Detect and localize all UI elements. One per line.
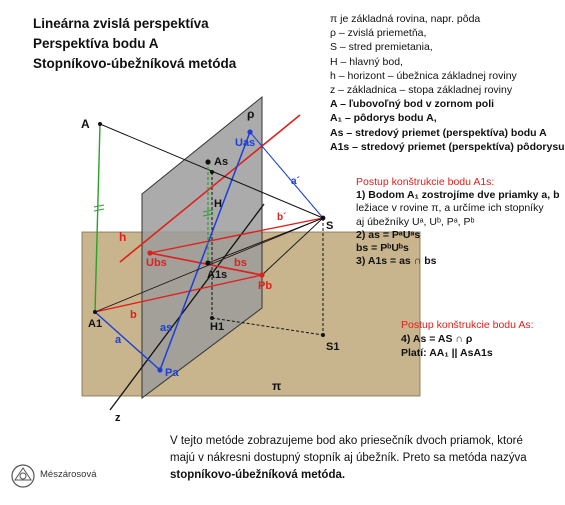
step-line: bs = PᵇUᵇs: [356, 242, 409, 255]
step-line: ležiace v rovine π, a určíme ich stopník…: [356, 202, 544, 215]
line-s-pb: [261, 217, 324, 276]
label-s: S: [326, 220, 333, 232]
label-b-prime: b´: [277, 212, 286, 223]
point-a1: [93, 310, 97, 314]
label-h: H: [214, 198, 222, 210]
label-ubs: Ubs: [146, 257, 167, 269]
point-ubs: [147, 250, 153, 256]
point-a1s: [205, 260, 211, 266]
step-line: aj úbežníky Uᵃ, Uᵇ, Pᵃ, Pᵇ: [356, 215, 475, 228]
caption-line: stopníkovo-úbežníková metóda.: [170, 469, 346, 481]
line-a1s-s: [207, 217, 324, 264]
caption-line: V tejto metóde zobrazujeme bod ako pries…: [170, 435, 523, 447]
line-a: [94, 311, 161, 371]
label-a-prime: a´: [291, 176, 300, 187]
steps-heading: Postup konštrukcie bodu As:: [401, 319, 534, 331]
construction-steps-a1s: Postup konštrukcie bodu A1s: 1) Bodom A₁…: [356, 176, 560, 268]
step-line: 3) A1s = as ∩ bs: [356, 255, 437, 268]
legend-item: A1s – stredový priemet (perspektíva) pôd…: [330, 140, 565, 153]
label-h-horizon: h: [119, 230, 126, 244]
step-line: 1) Bodom A₁ zostrojíme dve priamky a, b: [356, 189, 560, 202]
label-h1: H1: [210, 321, 224, 333]
title-line-1: Lineárna zvislá perspektíva: [33, 16, 209, 31]
label-b: b: [130, 309, 137, 321]
parallel-mark: [202, 213, 214, 217]
author-logo-icon: [11, 464, 35, 488]
point-pb: [259, 272, 265, 278]
legend-item: h – horizont – úbežnica základnej roviny: [330, 69, 517, 82]
label-uas: Uas: [235, 137, 255, 149]
point-s: [320, 215, 326, 221]
line-b: [94, 274, 263, 313]
legend-item: As – stredový priemet (perspektíva) bodu…: [330, 126, 547, 139]
label-pb: Pb: [258, 280, 272, 292]
line-a-a1: [94, 123, 101, 313]
label-rho: ρ: [247, 107, 254, 121]
label-as: As: [214, 156, 228, 168]
title-line-3: Stopníkovo-úbežníková metóda: [33, 56, 237, 71]
title-line-2: Perspektíva bodu A: [33, 36, 159, 51]
parallel-mark: [202, 209, 214, 213]
label-s1: S1: [326, 341, 339, 353]
label-a-blue: a: [115, 334, 122, 346]
legend-item: ρ – zvislá priemetňa,: [330, 27, 427, 40]
line-b-to-s: [149, 217, 324, 254]
perspective-construction: A As H S ρ Uas Ubs h A1s bs Pb A1 b a as…: [81, 95, 421, 424]
legend-item: A₁ – pôdorys bodu A,: [330, 112, 437, 125]
legend-item: z – základnica – stopa základnej roviny: [330, 83, 513, 96]
steps-heading: Postup konštrukcie bodu A1s:: [356, 176, 495, 188]
line-a-prime: [249, 131, 324, 219]
point-a: [98, 122, 102, 126]
label-as-line: as: [160, 322, 172, 334]
label-pi: π: [272, 379, 281, 393]
point-as: [205, 159, 211, 165]
step-line: Platí: AA₁ || AsA1s: [401, 347, 493, 359]
label-pa: Pa: [165, 367, 179, 379]
legend-item: A – ľubovoľný bod v zornom poli: [330, 98, 495, 111]
point-s1: [321, 333, 325, 337]
caption: V tejto metóde zobrazujeme bod ako pries…: [170, 433, 527, 484]
axis-z: [109, 203, 265, 411]
label-bs: bs: [234, 257, 247, 269]
picture-plane-rho: [141, 95, 263, 399]
label-a1s: A1s: [207, 269, 227, 281]
line-h1-s1: [211, 317, 324, 336]
point-uas: [247, 129, 253, 135]
label-a1: A1: [88, 318, 102, 330]
step-line: 4) As = AS ∩ ρ: [401, 333, 473, 345]
parallel-mark: [93, 204, 105, 208]
horizon-h: [119, 114, 301, 263]
diagram-canvas: A As H S ρ Uas Ubs h A1s bs Pb A1 b a as…: [81, 95, 421, 424]
line-as: [159, 131, 251, 371]
legend-item: S – stred premietania,: [330, 41, 433, 54]
legend-item: π je základná rovina, napr. pôda: [330, 13, 481, 25]
parallel-mark: [93, 208, 105, 212]
point-h1: [210, 316, 214, 320]
point-h: [210, 170, 214, 174]
legend: π je základná rovina, napr. pôda ρ – zvi…: [330, 12, 565, 154]
author-name: Mészárosová: [40, 469, 97, 480]
step-line: 2) as = PᵃUᵃs: [356, 228, 421, 241]
legend-item: H – hlavný bod,: [330, 55, 403, 68]
caption-line: majú v nákresni dostupný stopník aj úbež…: [170, 452, 527, 464]
point-pa: [157, 367, 163, 373]
label-a: A: [81, 117, 90, 131]
construction-steps-as: Postup konštrukcie bodu As: 4) As = AS ∩…: [401, 318, 534, 360]
label-z: z: [115, 412, 121, 424]
